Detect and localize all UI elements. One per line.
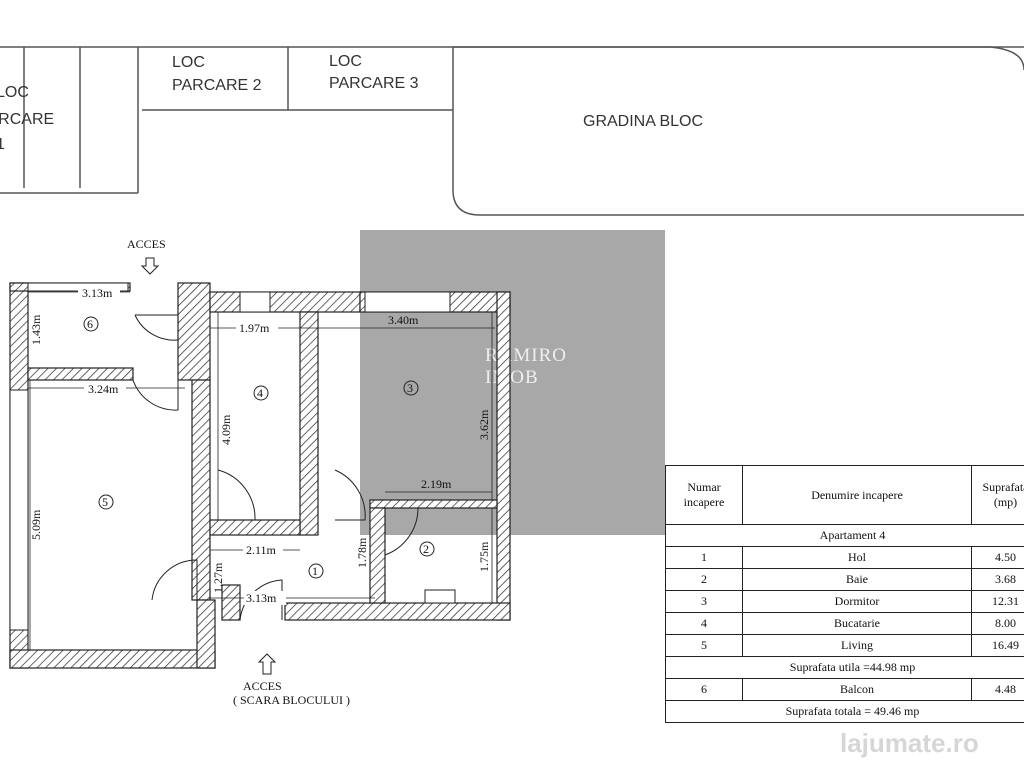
site-watermark: lajumate.ro [840, 728, 979, 758]
room-number-2: 2 [423, 542, 429, 556]
access-top-label: ACCES [127, 237, 166, 251]
access-bottom-note: ( SCARA BLOCULUI ) [233, 693, 350, 707]
doors [132, 314, 419, 621]
dim-kitchen-width: 1.97m [239, 321, 270, 335]
cell-area: 3.68 [971, 568, 1024, 591]
windows [9, 282, 456, 631]
cell-name: Dormitor [742, 590, 972, 613]
cell-num: 2 [665, 568, 743, 591]
header-name: Denumire incapere [742, 465, 972, 525]
parking-1-label: PARCARE [0, 111, 54, 128]
watermark [360, 230, 665, 535]
cell-name: Balcon [742, 678, 972, 701]
cell-area: 12.31 [971, 590, 1024, 613]
site-plan [0, 46, 1024, 216]
dim-bath-depth: 1.75m [477, 541, 491, 572]
room-number-5: 5 [102, 495, 108, 509]
dim-bedroom-depth: 3.62m [477, 409, 491, 440]
dim-hall-width-bottom: 3.13m [246, 591, 277, 605]
dim-kitchen-depth: 4.09m [219, 414, 233, 445]
cell-num: 5 [665, 634, 743, 657]
parking-1-label: LOC [0, 84, 29, 101]
cell-area: 4.48 [971, 678, 1024, 701]
parking-3-label: LOC [329, 53, 362, 70]
dim-hall-depth-right: 1.78m [355, 537, 369, 568]
cell-name: Bucatarie [742, 612, 972, 635]
cell-num: 6 [665, 678, 743, 701]
table-header-row: Numar incapere Denumire incapere Suprafa… [665, 465, 1024, 525]
dim-living-depth: 5.09m [29, 509, 43, 540]
room-number-3: 3 [407, 381, 413, 395]
arrow-down-icon [140, 257, 160, 275]
cell-name: Hol [742, 546, 972, 569]
cell-area: 8.00 [971, 612, 1024, 635]
cell-name: Baie [742, 568, 972, 591]
dim-hall-depth-left: 1.27m [211, 562, 225, 593]
dim-living-width: 3.24m [88, 382, 119, 396]
dim-bath-width: 2.19m [421, 477, 452, 491]
apartment-label: Apartament 4 [665, 524, 1024, 547]
cell-num: 4 [665, 612, 743, 635]
dim-hall-width-top: 2.11m [246, 543, 277, 557]
cell-num: 3 [665, 590, 743, 613]
area-table: Numar incapere Denumire incapere Suprafa… [665, 465, 1024, 723]
access-bottom-label: ACCES [243, 679, 282, 693]
room-number-1: 1 [312, 564, 318, 578]
room-number-4: 4 [257, 386, 263, 400]
cell-name: Living [742, 634, 972, 657]
room-number-markers [83, 316, 435, 579]
header-area: Suprafata (mp) [971, 465, 1024, 525]
cell-num: 1 [665, 546, 743, 569]
total-area: Suprafata totala = 49.46 mp [665, 700, 1024, 723]
parking-2-label: LOC [172, 54, 205, 71]
dim-balcony-depth: 1.43m [29, 314, 43, 345]
parking-3-label: PARCARE 3 [329, 75, 419, 92]
useful-area: Suprafata utila =44.98 mp [665, 656, 1024, 679]
cell-area: 4.50 [971, 546, 1024, 569]
parking-2-label: PARCARE 2 [172, 77, 262, 94]
garden-label: GRADINA BLOC [583, 113, 703, 130]
dim-balcony-width: 3.13m [82, 286, 113, 300]
header-number: Numar incapere [665, 465, 743, 525]
room-number-6: 6 [87, 317, 93, 331]
walls [9, 282, 511, 669]
cell-area: 16.49 [971, 634, 1024, 657]
dim-bedroom-width: 3.40m [388, 313, 419, 327]
parking-1-label: 1 [0, 136, 5, 153]
arrow-up-icon [257, 653, 277, 675]
